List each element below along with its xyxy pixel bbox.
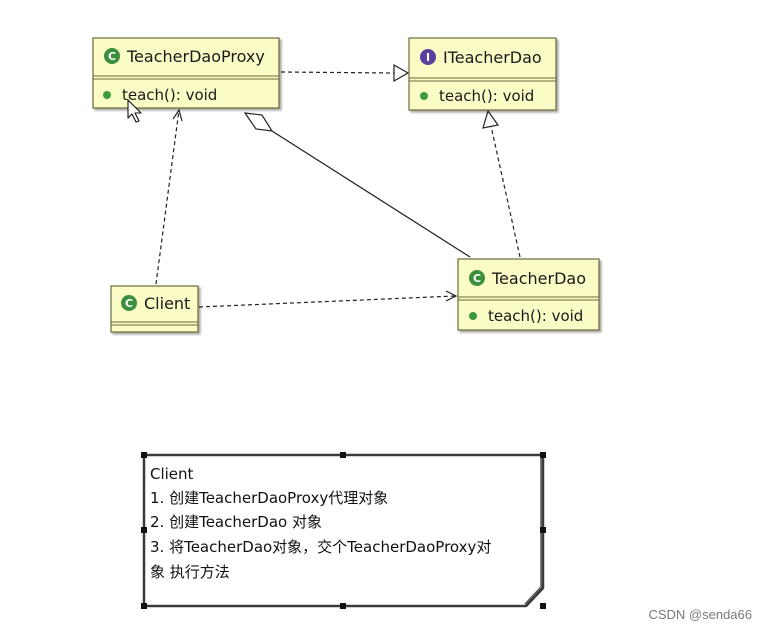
note-line: 象 执行方法 <box>150 563 230 581</box>
note-line: 3. 将TeacherDao对象，交个TeacherDaoProxy对 <box>150 538 491 556</box>
mouse-cursor-icon <box>127 99 142 123</box>
class-badge-icon: C <box>469 270 485 286</box>
aggregation-proxy-to-dao[interactable] <box>243 112 471 258</box>
class-name-teacherdaoproxy: TeacherDaoProxy <box>126 47 265 66</box>
dependency-client-to-dao[interactable] <box>198 290 458 308</box>
svg-text:I: I <box>426 51 430 64</box>
interface-badge-icon: I <box>420 49 436 65</box>
class-name-iteacherdao: ITeacherDao <box>443 48 542 67</box>
svg-text:C: C <box>108 50 116 63</box>
note-box[interactable] <box>142 453 545 608</box>
realization-dao-to-interface[interactable] <box>482 109 521 258</box>
class-name-teacherdao: TeacherDao <box>491 269 586 288</box>
note-line: Client <box>150 465 194 483</box>
method-iface-teach[interactable]: teach(): void <box>439 87 534 105</box>
svg-text:C: C <box>125 297 133 310</box>
watermark-text: CSDN @senda66 <box>648 607 752 622</box>
interface-iteacherdao[interactable] <box>408 37 557 111</box>
note-line: 2. 创建TeacherDao 对象 <box>150 513 322 531</box>
class-badge-icon: C <box>104 48 120 64</box>
dependency-client-to-proxy[interactable] <box>155 108 183 285</box>
public-method-icon <box>420 92 428 100</box>
class-teacherdaoproxy[interactable] <box>92 37 280 109</box>
method-dao-teach[interactable]: teach(): void <box>488 307 583 325</box>
note-selection-handles[interactable] <box>141 452 546 609</box>
class-teacherdao[interactable] <box>457 258 600 331</box>
method-proxy-teach[interactable]: teach(): void <box>122 86 217 104</box>
realization-proxy-to-interface[interactable] <box>280 63 410 83</box>
class-name-client: Client <box>144 294 190 313</box>
public-method-icon <box>103 91 111 99</box>
note-line: 1. 创建TeacherDaoProxy代理对象 <box>150 489 388 507</box>
svg-text:C: C <box>473 272 481 285</box>
class-badge-icon: C <box>121 295 137 311</box>
public-method-icon <box>469 312 477 320</box>
